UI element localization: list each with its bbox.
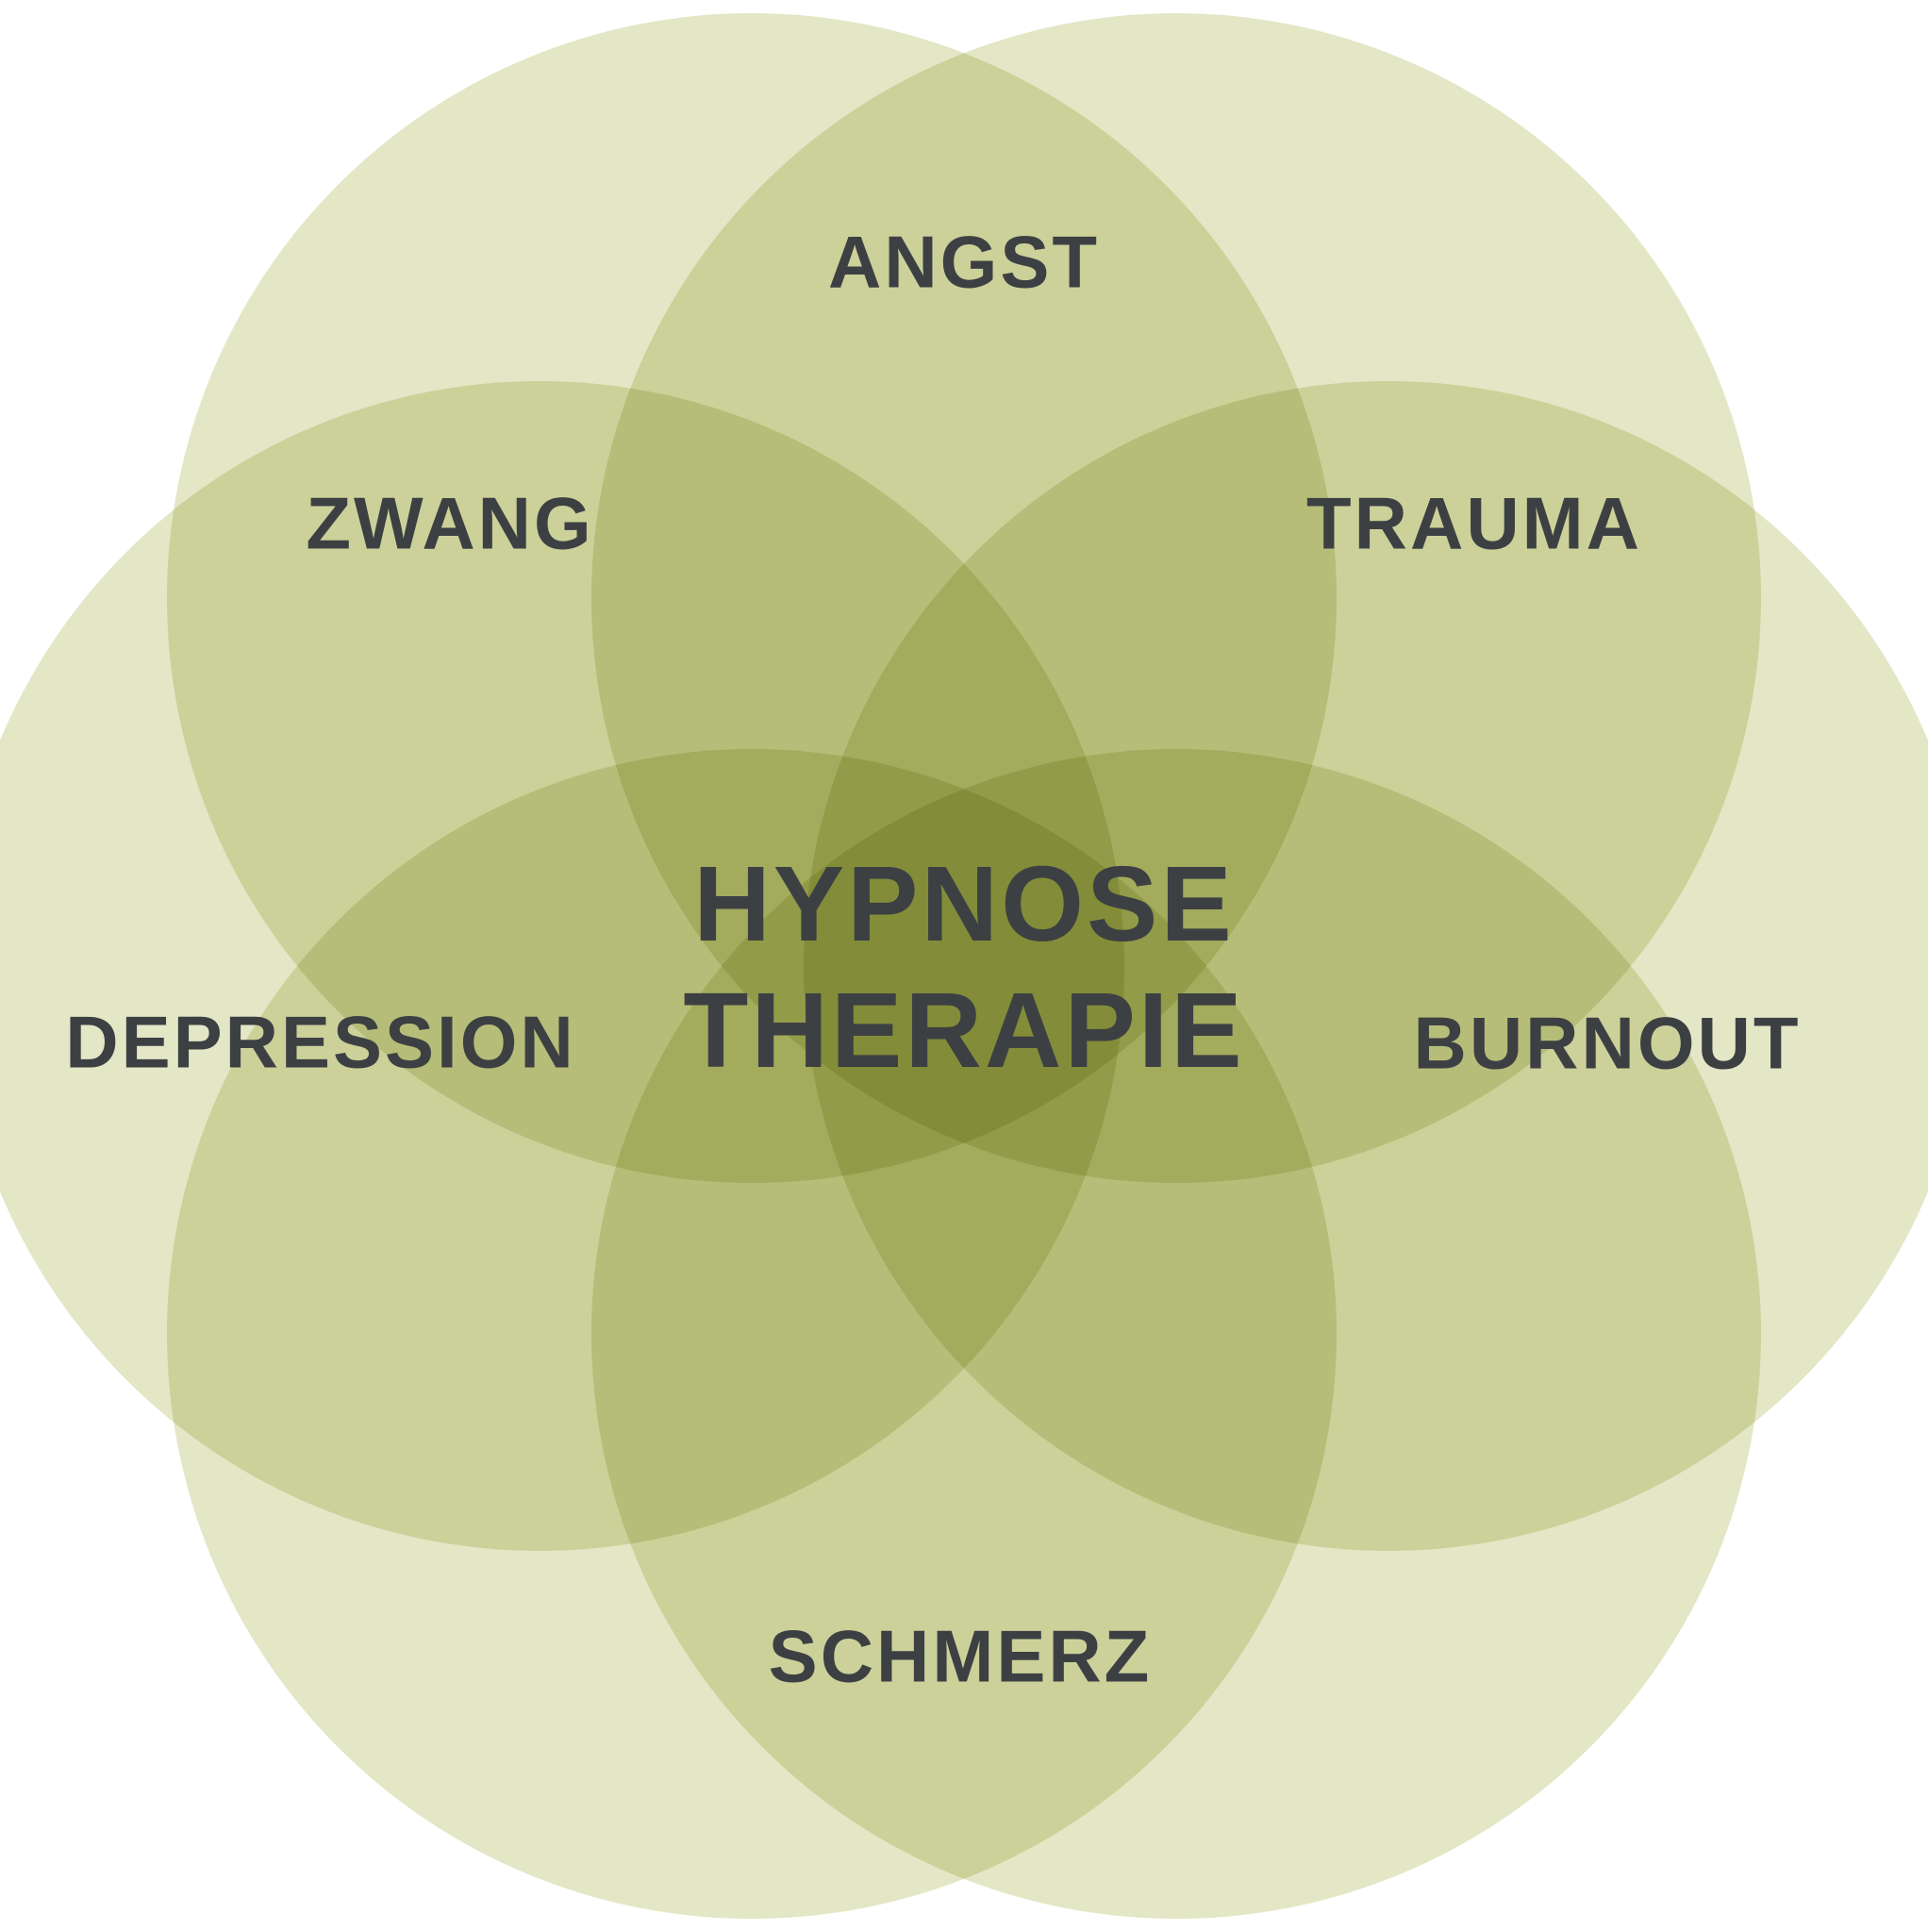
petal-circle-left	[0, 381, 1124, 1551]
center-title-line1: HYPNOSE	[693, 844, 1235, 963]
label-trauma: TRAUMA	[1306, 481, 1642, 565]
petal-group	[0, 13, 1928, 1919]
label-angst: ANGST	[828, 220, 1100, 304]
label-schmerz: SCHMERZ	[768, 1614, 1153, 1698]
label-depression: DEPRESSION	[65, 1000, 576, 1084]
label-burnout: BURNOUT	[1413, 1001, 1802, 1085]
center-title: HYPNOSE THERAPIE	[683, 841, 1244, 1093]
center-title-line2: THERAPIE	[683, 971, 1245, 1090]
label-zwang: ZWANG	[306, 481, 594, 565]
